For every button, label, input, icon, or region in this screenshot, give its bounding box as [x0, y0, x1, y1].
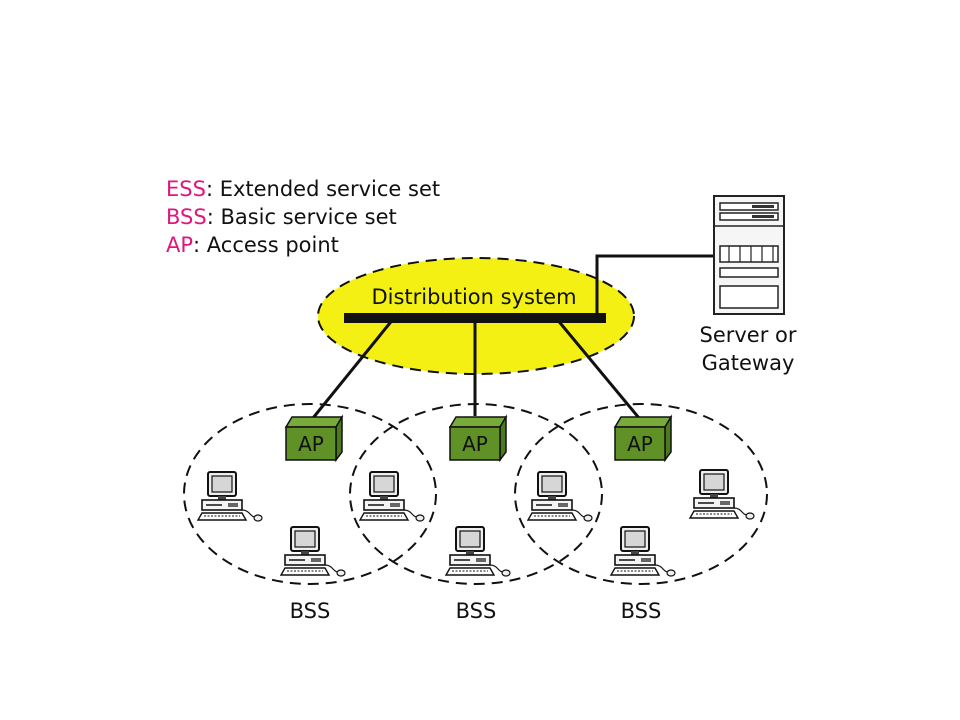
server-label-line2: Gateway: [702, 351, 795, 375]
legend-row-ess: ESS: Extended service set: [166, 175, 440, 203]
legend-abbr: ESS: [166, 177, 206, 201]
legend-description: : Access point: [193, 233, 339, 257]
server-icon: [713, 195, 785, 315]
bss-circle-1: [183, 403, 437, 585]
legend-description: : Basic service set: [206, 205, 397, 229]
bss-label-3: BSS: [621, 599, 662, 623]
bss-circle-3: [514, 403, 768, 585]
bss-label-2: BSS: [456, 599, 497, 623]
access-point-label: AP: [627, 432, 653, 456]
distribution-system-label: Distribution system: [371, 285, 576, 309]
computer-icon: [610, 526, 676, 577]
computer-icon: [689, 469, 755, 520]
bss-label-1: BSS: [290, 599, 331, 623]
legend-row-bss: BSS: Basic service set: [166, 203, 440, 231]
ap1-link: [311, 317, 396, 419]
server-link: [595, 254, 714, 316]
computer-icon: [197, 471, 263, 522]
access-point-2: AP: [448, 414, 508, 463]
server-label-line1: Server or: [699, 323, 796, 347]
access-point-label: AP: [462, 432, 488, 456]
legend-row-ap: AP: Access point: [166, 231, 440, 259]
computer-icon: [359, 471, 425, 522]
legend: ESS: Extended service set BSS: Basic ser…: [166, 175, 440, 259]
legend-abbr: BSS: [166, 205, 207, 229]
computer-icon: [527, 471, 593, 522]
access-point-3: AP: [613, 414, 673, 463]
access-point-1: AP: [284, 414, 344, 463]
ap3-link: [554, 317, 641, 419]
computer-icon: [280, 526, 346, 577]
legend-description: : Extended service set: [205, 177, 441, 201]
legend-abbr: AP: [166, 233, 194, 257]
distribution-bus: [344, 313, 606, 323]
access-point-label: AP: [298, 432, 324, 456]
computer-icon: [445, 526, 511, 577]
